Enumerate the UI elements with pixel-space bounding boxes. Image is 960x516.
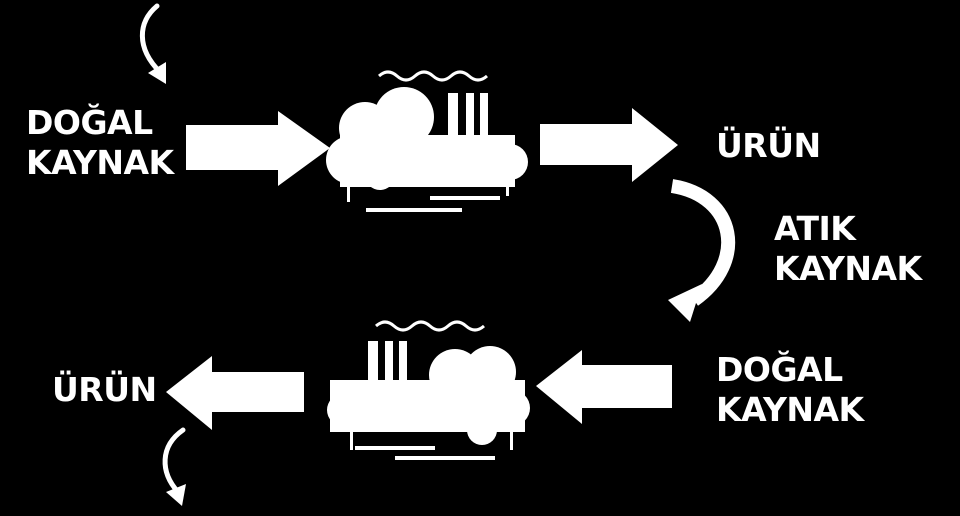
- top-product-label: ÜRÜN: [716, 126, 821, 165]
- waste-resource-label: ATIK KAYNAK: [774, 209, 922, 288]
- right-arrow-icon: [540, 108, 678, 182]
- curved-arrow-icon: [668, 179, 736, 322]
- curved-arrow-icon: [162, 427, 186, 506]
- bottom-product-label: ÜRÜN: [52, 370, 157, 409]
- curved-arrow-icon: [139, 3, 166, 84]
- left-arrow-icon: [166, 356, 304, 430]
- right-arrow-icon: [186, 111, 330, 186]
- top-natural-resource-label: DOĞAL KAYNAK: [26, 103, 174, 182]
- left-arrow-icon: [536, 350, 672, 424]
- factory-icon: [327, 320, 530, 460]
- factory-icon: [326, 70, 528, 212]
- bottom-natural-resource-label: DOĞAL KAYNAK: [716, 350, 864, 429]
